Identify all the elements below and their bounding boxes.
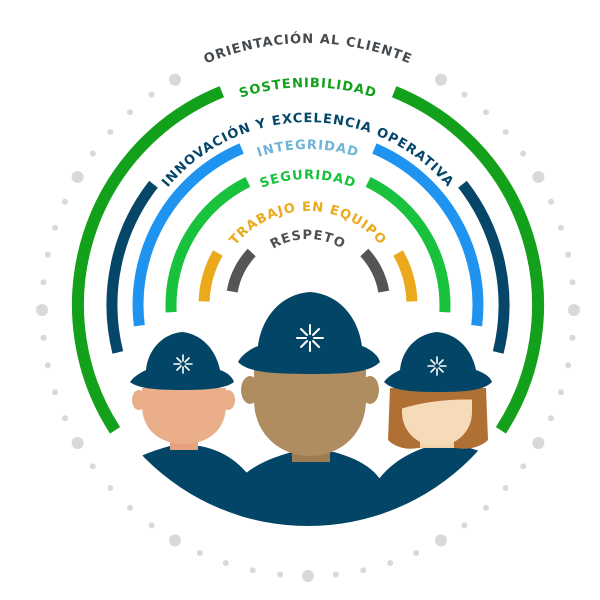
value-arcs: [71, 86, 545, 434]
ring-dot: [44, 362, 51, 369]
ring-dot: [71, 171, 84, 183]
ring-dot: [435, 534, 447, 547]
arc-respeto-left: [226, 248, 256, 293]
ring-dot: [565, 362, 572, 369]
ring-dot: [71, 437, 84, 449]
center-worker-shirt: [232, 452, 388, 526]
left-worker-face: [142, 388, 226, 444]
ring-dot: [107, 485, 114, 491]
helmet-logo-icon: [427, 356, 447, 376]
ring-dot: [44, 251, 51, 258]
arc-innovacion-left: [106, 180, 158, 354]
ring-dot: [52, 224, 58, 231]
helmet-logo-icon: [173, 354, 193, 374]
label-seguridad: SEGURIDAD: [258, 168, 358, 192]
ring-dot: [502, 129, 509, 135]
ring-dot: [548, 415, 554, 422]
ring-dot: [62, 415, 68, 422]
ring-dot: [89, 150, 96, 157]
ring-dot: [62, 198, 68, 205]
label-integridad: INTEGRIDAD: [255, 138, 360, 161]
ring-dot: [36, 304, 48, 316]
ring-dot: [483, 109, 489, 116]
left-worker-shirt: [100, 446, 258, 526]
right-worker-shirt: [376, 446, 520, 526]
ring-dot: [127, 109, 133, 116]
label-respeto: RESPETO: [268, 228, 348, 252]
ring-dot: [40, 279, 47, 286]
ring-dot: [569, 279, 576, 286]
ring-dot: [569, 334, 576, 341]
arc-sostenibilidad-left: [71, 86, 225, 434]
right-worker-bangs: [392, 388, 484, 410]
ring-dot: [169, 534, 181, 547]
ring-dot: [89, 463, 96, 470]
right-worker-helmet: [384, 332, 492, 392]
ring-dot: [148, 522, 155, 529]
ring-dot: [520, 150, 527, 157]
left-worker: [130, 332, 235, 450]
ring-dot: [558, 224, 564, 231]
ring-dot: [169, 73, 181, 86]
arc-seguridad-right: [365, 176, 451, 313]
ring-dot: [360, 567, 367, 574]
ring-dot: [148, 91, 155, 98]
ring-dot: [196, 550, 203, 556]
helmet-logo-icon: [296, 324, 324, 352]
ring-dot: [520, 463, 527, 470]
arc-integridad-right: [372, 143, 484, 327]
ring-dot: [40, 334, 47, 341]
ring-dot: [413, 550, 420, 556]
arc-integridad-left: [132, 143, 244, 327]
ring-dot: [52, 389, 58, 396]
ring-dot: [249, 567, 256, 574]
right-worker: [384, 332, 492, 449]
label-orientacion-al-cliente: ORIENTACIÓN AL CLIENTE: [202, 31, 414, 67]
ring-dot: [302, 570, 314, 582]
arc-trabajo-left: [198, 250, 223, 302]
ring-dot: [483, 504, 489, 511]
ring-dot: [565, 251, 572, 258]
ring-dot: [568, 304, 580, 316]
left-worker-helmet: [130, 332, 234, 390]
center-worker-face: [254, 370, 366, 456]
ring-dot: [387, 560, 394, 566]
arc-innovacion-right: [458, 180, 510, 354]
ring-dot: [461, 91, 468, 98]
ring-dot: [548, 198, 554, 205]
ring-dot: [332, 571, 339, 578]
ring-dot: [502, 485, 509, 491]
label-sostenibilidad: SOSTENIBILIDAD: [238, 76, 379, 101]
arc-respeto-right: [360, 248, 390, 293]
ring-dot: [127, 504, 133, 511]
ring-dot: [222, 560, 229, 566]
dotted-ring: [36, 73, 580, 582]
ring-dot: [277, 571, 284, 578]
ring-dot: [435, 73, 447, 86]
arc-sostenibilidad-right: [391, 86, 545, 434]
ring-dot: [107, 129, 114, 135]
ring-dot: [558, 389, 564, 396]
right-worker-face: [402, 396, 472, 446]
ring-dot: [461, 522, 468, 529]
arc-seguridad-left: [165, 176, 251, 313]
ring-dot: [532, 171, 545, 183]
arc-trabajo-right: [393, 250, 418, 302]
ring-dot: [532, 437, 545, 449]
center-worker: [238, 292, 380, 462]
